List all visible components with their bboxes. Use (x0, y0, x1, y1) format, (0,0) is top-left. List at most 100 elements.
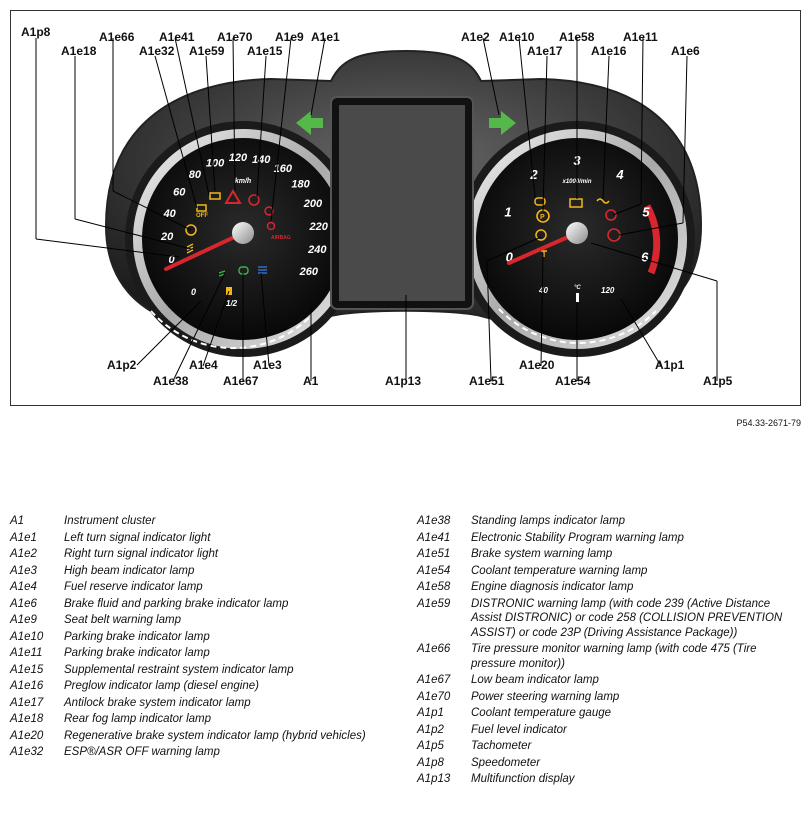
abs-icon (534, 197, 546, 206)
dial-tick-label: 220 (309, 221, 329, 233)
legend-code: A1e3 (10, 564, 37, 577)
callout-label: A1e20 (519, 358, 555, 372)
distronic-icon (209, 192, 221, 200)
legend-description: Brake system warning lamp (471, 548, 613, 560)
preglow-icon (596, 198, 610, 204)
dial-tick-label: 80 (189, 169, 202, 181)
reference-number: P54.33-2671-79 (736, 418, 801, 428)
legend-description: Electronic Stability Program warning lam… (471, 531, 684, 544)
legend-row: A1e4 Fuel reserve indicator lamp (10, 580, 400, 595)
dial-tick-label: 4 (615, 167, 624, 182)
callout-label: A1e59 (189, 44, 225, 58)
legend-description: Right turn signal indicator light (64, 548, 219, 560)
legend-description: Power steering warning lamp (471, 690, 620, 703)
speedo-unit: km/h (235, 178, 251, 185)
legend-description: Antilock brake system indicator lamp (64, 696, 251, 709)
legend-description: Preglow indicator lamp (diesel engine) (64, 680, 259, 692)
legend-code: A1e4 (10, 581, 37, 593)
legend-code: A1e6 (10, 597, 37, 610)
callout-label: A1p2 (107, 358, 137, 372)
callout-label: A1e67 (223, 374, 259, 388)
legend-code: A1e11 (10, 647, 43, 659)
legend-row: A1e11 Parking brake indicator lamp (10, 646, 400, 661)
left-turn-signal-icon (296, 111, 323, 135)
legend-description: Engine diagnosis indicator lamp (471, 581, 634, 593)
speedo-needle (164, 231, 245, 271)
callout-label: A1e51 (469, 374, 505, 388)
legend-code: A1e2 (10, 548, 37, 560)
engine-diagnosis-icon (569, 198, 583, 208)
esp-off-label: OFF (196, 213, 208, 219)
callout-labels: A1p8 A1e18 A1e66 A1e32 A1e41 A1e59 A1e70… (21, 25, 733, 388)
callout-label: A1e9 (275, 30, 304, 44)
dial-tick-label: 240 (307, 244, 327, 256)
legend-code: A1p5 (417, 740, 444, 752)
legend-description: ESP®/ASR OFF warning lamp (64, 746, 220, 758)
legend-code: A1e17 (10, 696, 44, 709)
callout-label: A1e4 (189, 358, 218, 372)
brake-system-icon (535, 229, 547, 241)
callout-label: A1e18 (61, 44, 97, 58)
coolant-unit: °C (574, 285, 581, 291)
legend-code: A1e58 (417, 581, 451, 593)
legend-description: Speedometer (471, 756, 541, 769)
callout-label: A1 (303, 374, 319, 388)
dial-tick-label: 260 (299, 266, 319, 278)
callout-label: A1e15 (247, 44, 283, 58)
callout-label: A1e70 (217, 30, 253, 44)
dial-tick-label: 2 (529, 167, 538, 182)
callout-label: A1p5 (703, 374, 733, 388)
legend-row: A1e32 ESP®/ASR OFF warning lamp (10, 745, 400, 760)
coolant-tick-40: 40 (538, 286, 548, 295)
legend-code: A1e9 (10, 614, 37, 626)
legend-code: A1e67 (417, 674, 451, 686)
legend-row: A1e2 Right turn signal indicator light (10, 547, 400, 562)
legend-description: Low beam indicator lamp (471, 674, 599, 686)
callout-label: A1e38 (153, 374, 189, 388)
legend-code: A1e10 (10, 630, 44, 643)
callout-label: A1e2 (461, 30, 490, 44)
airbag-icon (264, 206, 274, 216)
legend-description: Instrument cluster (64, 515, 156, 527)
regen-brake-icon (541, 250, 547, 257)
dial-tick-label: 160 (274, 163, 293, 175)
callout-label: A1e58 (559, 30, 595, 44)
callout-label: A1p13 (385, 374, 421, 388)
dial-tick-label: 180 (291, 178, 310, 190)
legend-description: Supplemental restraint system indicator … (64, 663, 294, 676)
legend-code: A1e51 (417, 548, 451, 560)
callout-label: A1e16 (591, 44, 627, 58)
legend-row: A1e67 Low beam indicator lamp (417, 673, 801, 688)
red-zone (643, 204, 661, 275)
legend-description: High beam indicator lamp (64, 564, 195, 577)
airbag-label: AIRBAG (271, 235, 291, 241)
legend-description: Fuel reserve indicator lamp (64, 581, 203, 593)
legend-code: A1e32 (10, 746, 44, 758)
legend-code: A1e59 (417, 597, 451, 610)
dial-tick-label: 0 (506, 250, 514, 265)
multifunction-display (330, 96, 474, 310)
legend-code: A1e20 (10, 729, 44, 742)
dial-tick-label: 100 (206, 157, 225, 169)
legend-description: Parking brake indicator lamp (64, 647, 210, 659)
coolant-thermometer-icon (576, 293, 579, 302)
legend-description: Tire pressure monitor warning lamp (with… (471, 643, 757, 670)
legend-description: Tachometer (471, 740, 532, 752)
legend-code: A1p1 (417, 707, 444, 719)
tacho-hub (566, 222, 588, 244)
legend-row: A1e3 High beam indicator lamp (10, 564, 400, 579)
callout-label: A1e17 (527, 44, 563, 58)
legend-code: A1e16 (10, 680, 44, 692)
